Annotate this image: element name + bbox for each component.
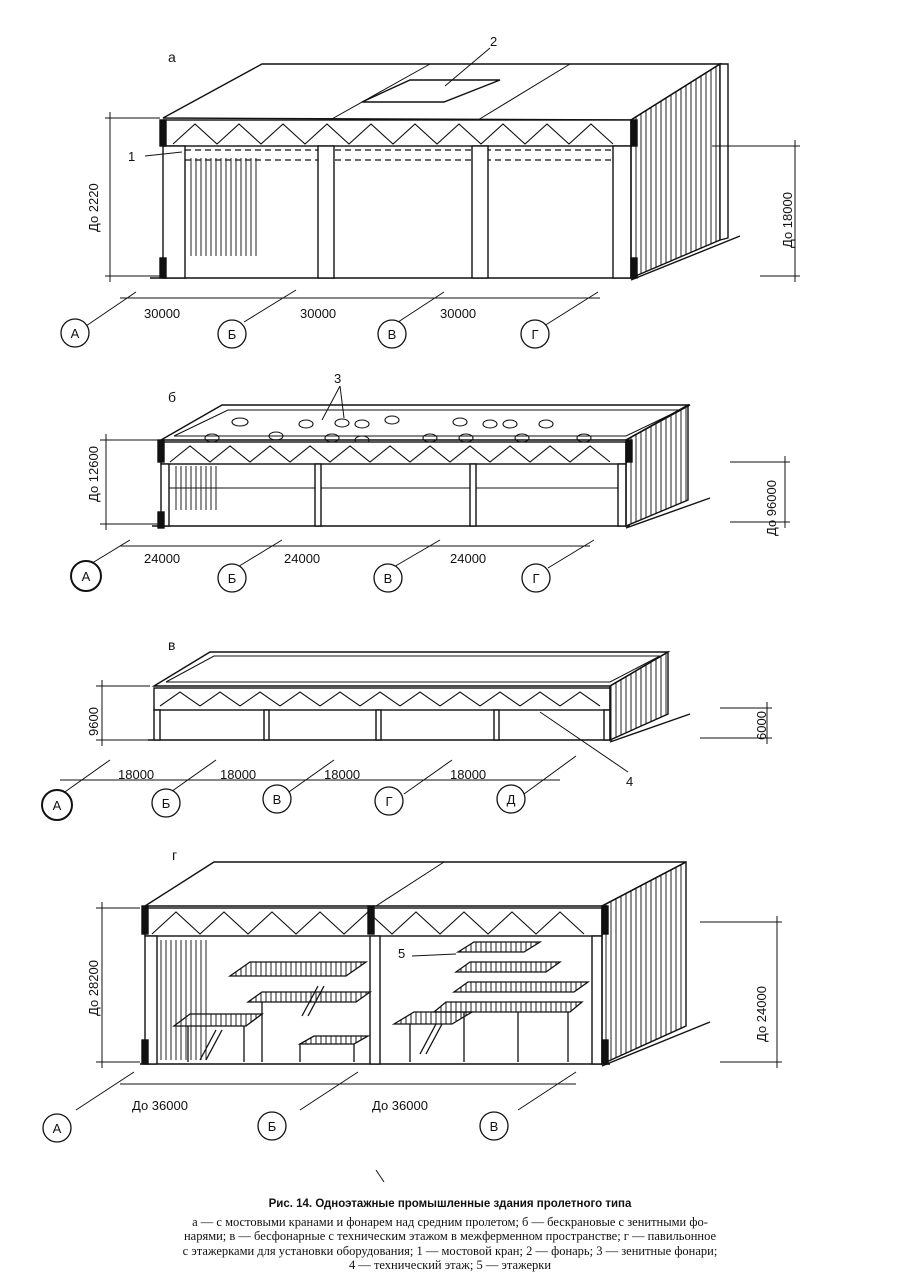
- axis-markers-b: А Б В Г: [70, 560, 551, 593]
- height-left-a: До 2220: [86, 183, 101, 232]
- height-right-b: До 96000: [764, 480, 779, 536]
- height-left-b: До 12600: [86, 446, 101, 502]
- axis-b-V: В: [384, 571, 393, 586]
- callout-2: 2: [490, 34, 497, 49]
- axis-b-A: А: [82, 569, 91, 584]
- column-a1: [162, 145, 186, 279]
- height-right-a: До 18000: [780, 192, 795, 248]
- column-a2: [317, 145, 335, 279]
- caption-title: Рис. 14. Одноэтажные промышленные здания…: [268, 1198, 632, 1210]
- span-g2: До 36000: [372, 1098, 428, 1113]
- truss-v: [159, 691, 601, 707]
- skylights-b: [204, 415, 592, 445]
- platforms-g: [172, 941, 591, 1062]
- roof-v: [151, 651, 671, 687]
- axis-a-V: В: [388, 327, 397, 342]
- dimensions-g: [75, 902, 782, 1183]
- axis-b-G: Г: [532, 571, 539, 586]
- span-g1: До 36000: [132, 1098, 188, 1113]
- column-a3: [471, 145, 489, 279]
- axis-v-V: В: [273, 792, 282, 807]
- axis-markers-g: А Б В: [42, 1111, 509, 1143]
- column-g1: [144, 935, 158, 1065]
- panel-b: б: [70, 371, 790, 593]
- axis-v-A: А: [53, 798, 62, 813]
- axis-a-A: А: [71, 326, 80, 341]
- axis-v-D: Д: [507, 792, 516, 807]
- building-v: [148, 650, 691, 743]
- callout-1: 1: [128, 149, 135, 164]
- span-a3: 30000: [440, 306, 476, 321]
- building-b: [152, 403, 711, 529]
- side-wall-v: [609, 650, 669, 742]
- span-a1: 30000: [144, 306, 180, 321]
- span-b2: 24000: [284, 551, 320, 566]
- dimensions-a: [85, 112, 800, 327]
- span-v1: 18000: [118, 767, 154, 782]
- side-wall-g: [601, 860, 687, 1066]
- figure-drawing: а: [41, 34, 800, 1183]
- height-right-v: 6000: [754, 711, 769, 740]
- axis-g-A: А: [53, 1121, 62, 1136]
- axis-g-B: Б: [268, 1119, 277, 1134]
- roof-beam-a: [162, 119, 632, 147]
- axis-a-B: Б: [228, 327, 237, 342]
- caption-line-1: а — с мостовыми кранами и фонарем над ср…: [192, 1214, 708, 1229]
- column-b4: [617, 463, 627, 527]
- panel-a: а: [60, 34, 800, 349]
- callout-5: 5: [398, 946, 405, 961]
- dimensions-v: [60, 680, 772, 795]
- side-wall-b: [625, 403, 689, 528]
- caption-line-3: с этажерками для установки оборудования;…: [182, 1243, 718, 1258]
- column-g2: [369, 935, 381, 1065]
- span-v4: 18000: [450, 767, 486, 782]
- height-right-g: До 24000: [754, 986, 769, 1042]
- panel-v: в: [41, 637, 772, 821]
- height-left-v: 9600: [86, 707, 101, 736]
- caption-line-2: нарями; в — бесфонарные с техническим эт…: [183, 1229, 717, 1243]
- truss-b: [169, 445, 611, 463]
- callout-4: 4: [626, 774, 633, 789]
- roof-b: [158, 404, 691, 441]
- panel-g: г: [42, 847, 782, 1183]
- axis-a-G: Г: [531, 327, 538, 342]
- column-b3: [469, 463, 477, 527]
- span-v2: 18000: [220, 767, 256, 782]
- roof-g: [142, 861, 687, 907]
- building-g: [140, 860, 711, 1067]
- truss-a: [172, 123, 614, 145]
- axis-markers-a: А Б В Г: [60, 318, 550, 349]
- lantern-a: [361, 79, 501, 103]
- column-b2: [314, 463, 322, 527]
- technical-floor-v: [153, 687, 611, 711]
- figure-caption: Рис. 14. Одноэтажные промышленные здания…: [40, 1197, 860, 1273]
- callout-3: 3: [334, 371, 341, 386]
- span-b3: 24000: [450, 551, 486, 566]
- axis-g-V: В: [490, 1119, 499, 1134]
- span-a2: 30000: [300, 306, 336, 321]
- roof-beam-b: [160, 441, 627, 465]
- panel-a-letter: а: [168, 49, 176, 65]
- column-b1: [160, 463, 170, 527]
- axis-markers-v: А Б В Г Д: [41, 784, 526, 821]
- span-v3: 18000: [324, 767, 360, 782]
- span-b1: 24000: [144, 551, 180, 566]
- panel-g-letter: г: [172, 847, 177, 863]
- height-left-g: До 28200: [86, 960, 101, 1016]
- axis-b-B: Б: [228, 571, 237, 586]
- axis-v-B: Б: [162, 796, 171, 811]
- axis-v-G: Г: [385, 794, 392, 809]
- column-g3: [591, 935, 603, 1065]
- panel-v-letter: в: [168, 637, 175, 653]
- panel-b-letter: б: [168, 389, 176, 405]
- caption-line-4: 4 — технический этаж; 5 — этажерки: [348, 1258, 552, 1272]
- column-a4: [612, 145, 632, 279]
- building-a: [150, 62, 741, 281]
